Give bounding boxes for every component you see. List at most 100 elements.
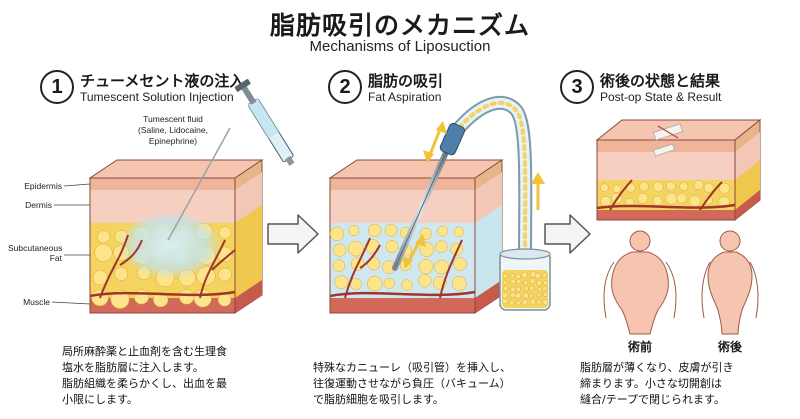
fat-cell xyxy=(703,182,714,193)
fat-cell xyxy=(502,280,508,285)
fat-cell xyxy=(114,266,129,281)
body-before-icon xyxy=(603,230,677,335)
fat-cell xyxy=(515,292,522,299)
skin-block-2 xyxy=(328,159,504,314)
fat-cell xyxy=(600,196,612,207)
fat-cell xyxy=(502,273,508,279)
fat-cell xyxy=(434,259,449,275)
fat-cell xyxy=(217,293,232,307)
fat-cell xyxy=(529,293,534,299)
fat-cell xyxy=(94,243,113,262)
fat-cell xyxy=(218,267,232,282)
fat-cell xyxy=(329,226,345,241)
movement-arrow-lower xyxy=(402,234,426,269)
fat-cell xyxy=(332,259,346,272)
step-3-description: 脂肪層が薄くなり、皮膚が引き 締まります。小さな切開創は 縫合/テープで閉じられ… xyxy=(580,361,734,406)
fat-cell xyxy=(665,192,678,205)
step-2-description: 特殊なカニューレ（吸引管）を挿入し、 往復運動させながら負圧（バキューム） で脂… xyxy=(313,361,511,406)
syringe-icon xyxy=(167,79,295,241)
next-step-arrow-1 xyxy=(267,214,319,254)
step-3-subtitle: Post-op State & Result xyxy=(600,90,722,104)
fat-cell xyxy=(515,300,521,306)
fat-cell xyxy=(536,279,543,286)
fat-cell xyxy=(437,225,449,237)
fat-cell xyxy=(193,289,212,308)
fat-cell xyxy=(383,277,395,289)
fat-cell xyxy=(652,181,664,193)
fat-cell xyxy=(529,285,535,291)
fat-cell xyxy=(333,243,347,257)
fat-cell xyxy=(218,226,232,240)
fat-cell xyxy=(693,180,704,190)
fat-cell xyxy=(542,286,547,292)
step-1-number: 1 xyxy=(40,70,74,104)
suction-tube xyxy=(443,95,533,265)
fat-cell xyxy=(515,273,521,280)
cannula-icon xyxy=(392,122,466,271)
incision-tape-icon xyxy=(652,123,684,157)
fat-cell xyxy=(600,183,609,192)
fat-cell xyxy=(542,272,547,278)
fat-cell xyxy=(418,259,434,274)
fat-cell xyxy=(537,287,542,292)
fat-cell xyxy=(509,292,516,299)
layer-label-muscle: Muscle xyxy=(23,297,50,307)
fat-cell xyxy=(385,239,399,253)
suction-flow-arrow xyxy=(531,172,545,210)
step-2-title: 脂肪の吸引 xyxy=(368,72,444,90)
fat-cell xyxy=(536,299,542,305)
step-1-description: 局所麻酔薬と止血剤を含む生理食 塩水を脂肪層に注入します。 脂肪組織を柔らかくし… xyxy=(62,345,227,406)
layer-label-subcutaneous-fat: Subcutaneous Fat xyxy=(8,243,63,263)
fat-cell xyxy=(676,192,688,204)
fat-cell xyxy=(510,273,515,278)
step-1-title: チューメセント液の注入 xyxy=(80,72,245,90)
after-label: 術後 xyxy=(717,340,742,354)
fat-cell xyxy=(97,230,111,244)
step-2-subtitle: Fat Aspiration xyxy=(368,90,442,104)
tumescent-fluid-label: Tumescent fluid (Saline, Lidocaine, Epin… xyxy=(138,114,208,146)
fat-cell xyxy=(501,298,508,305)
next-step-arrow-2 xyxy=(544,214,591,254)
fat-cell xyxy=(179,289,195,305)
fat-cell xyxy=(521,271,528,279)
fat-cell xyxy=(153,291,169,308)
fat-cell xyxy=(110,289,130,309)
fat-cell xyxy=(368,223,382,238)
fat-cell xyxy=(543,280,549,286)
fat-cell xyxy=(523,292,530,299)
fat-cell xyxy=(451,275,467,291)
fat-cell xyxy=(348,225,360,237)
fat-cell xyxy=(334,275,349,289)
fat-cell xyxy=(509,300,515,306)
fat-cell xyxy=(510,278,516,285)
fat-cell xyxy=(418,274,432,288)
fat-cell xyxy=(666,181,676,192)
fat-cell xyxy=(367,257,381,271)
step-3-title: 術後の状態と結果 xyxy=(600,72,721,90)
fat-cell xyxy=(679,181,689,191)
fat-cell xyxy=(515,286,521,292)
fat-cell xyxy=(542,299,549,306)
step-1-subtitle: Tumescent Solution Injection xyxy=(80,90,234,104)
fat-cell xyxy=(529,278,536,284)
page-subtitle: Mechanisms of Liposuction xyxy=(309,38,491,55)
body-after-icon xyxy=(701,230,759,335)
fat-cell xyxy=(435,240,448,253)
layer-label-dermis: Dermis xyxy=(25,200,52,210)
fat-cell xyxy=(401,279,413,291)
movement-arrow-upper xyxy=(423,121,447,163)
fat-cell xyxy=(542,292,548,297)
layer-label-epidermis: Epidermis xyxy=(24,181,62,191)
fat-cell xyxy=(534,272,542,279)
fat-cell xyxy=(523,286,529,291)
fat-cell xyxy=(529,298,536,305)
fat-cell xyxy=(453,257,467,271)
page-title: 脂肪吸引のメカニズム xyxy=(269,11,530,40)
fat-cell xyxy=(348,240,364,257)
fat-cell xyxy=(367,275,383,292)
fat-cell xyxy=(419,242,435,258)
fat-cell xyxy=(612,184,621,193)
fat-cell xyxy=(718,182,730,194)
fat-cell xyxy=(501,292,509,299)
